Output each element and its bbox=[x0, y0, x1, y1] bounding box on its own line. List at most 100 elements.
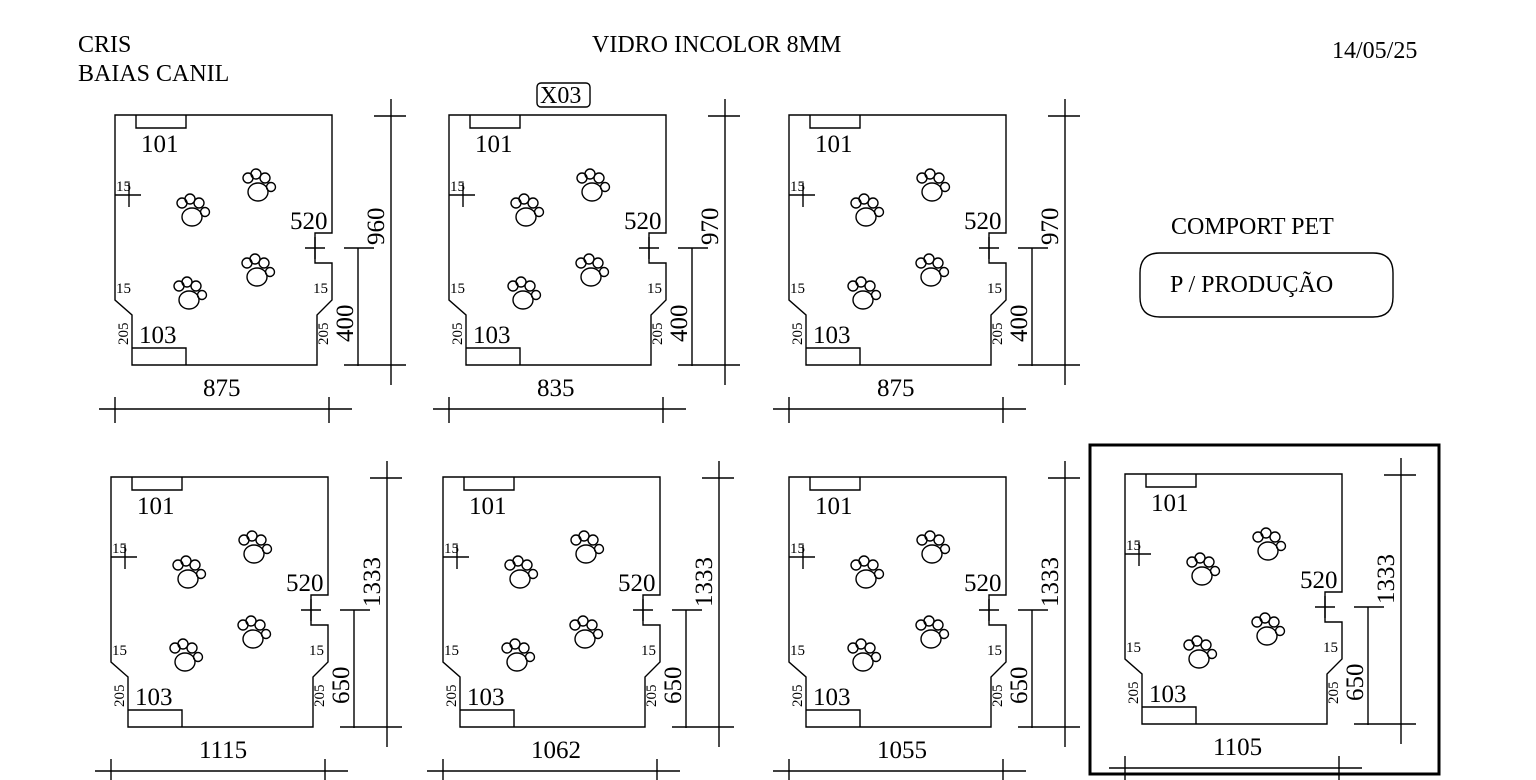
height-label: 1333 bbox=[1373, 554, 1400, 604]
edge-top-label: 15 bbox=[790, 541, 805, 557]
bottom-notch-label: 103 bbox=[139, 322, 177, 349]
height-label: 960 bbox=[363, 208, 390, 246]
paw-pad bbox=[178, 290, 200, 310]
paw-print-icon bbox=[242, 168, 277, 202]
paw-pad bbox=[920, 629, 942, 649]
edge-bottom-label: 205 bbox=[1126, 682, 1142, 705]
paw-toe bbox=[870, 289, 882, 301]
bottom-notch bbox=[128, 709, 183, 727]
side-height-label: 650 bbox=[1006, 667, 1033, 705]
paw-toe bbox=[255, 534, 267, 546]
top-notch bbox=[809, 115, 861, 129]
paw-toe bbox=[1275, 540, 1287, 552]
width-label: 1105 bbox=[1213, 734, 1262, 761]
comport-title: COMPORT PET bbox=[1171, 214, 1334, 240]
height-label: 1333 bbox=[359, 557, 386, 607]
edge-bottom-label: 205 bbox=[790, 685, 806, 708]
paw-toe bbox=[592, 257, 604, 269]
paw-toe bbox=[1269, 531, 1281, 543]
paw-toe bbox=[873, 568, 885, 580]
bottom-notch bbox=[466, 347, 521, 365]
status-box bbox=[1139, 252, 1394, 318]
paw-toe bbox=[592, 628, 604, 640]
bottom-notch bbox=[132, 347, 187, 365]
edge-right-label: 15 bbox=[641, 643, 656, 659]
panel-outline bbox=[114, 114, 333, 366]
panel-tag-label: X03 bbox=[540, 83, 581, 109]
side-cut-label: 520 bbox=[1300, 567, 1338, 594]
paw-toe bbox=[527, 568, 539, 580]
edge-top-label: 15 bbox=[1126, 538, 1141, 554]
paw-toe bbox=[189, 559, 201, 571]
bottom-notch-label: 103 bbox=[1149, 681, 1187, 708]
top-notch bbox=[463, 477, 515, 491]
edge-bottom-right-label: 205 bbox=[650, 323, 666, 346]
width-label: 835 bbox=[537, 375, 575, 402]
width-label: 875 bbox=[203, 375, 241, 402]
side-cut-label: 520 bbox=[618, 570, 656, 597]
bottom-notch-label: 103 bbox=[135, 684, 173, 711]
top-notch-label: 101 bbox=[475, 131, 513, 158]
side-cut-label: 520 bbox=[290, 208, 328, 235]
paw-pad bbox=[506, 652, 528, 672]
paw-pad bbox=[243, 544, 265, 564]
panel-outline bbox=[442, 476, 661, 728]
paw-print-icon bbox=[570, 530, 605, 564]
paw-toe bbox=[533, 206, 545, 218]
paw-toe bbox=[259, 172, 271, 184]
edge-bottom-right-label: 205 bbox=[316, 323, 332, 346]
paw-toe bbox=[1274, 625, 1286, 637]
height-label: 970 bbox=[697, 208, 724, 246]
paw-print-icon bbox=[850, 555, 885, 589]
paw-pad bbox=[1256, 626, 1278, 646]
paw-print-icon bbox=[575, 253, 610, 287]
paw-toe bbox=[1268, 616, 1280, 628]
paw-toe bbox=[867, 559, 879, 571]
paw-print-icon bbox=[850, 193, 885, 227]
paw-toe bbox=[933, 172, 945, 184]
paw-toe bbox=[867, 197, 879, 209]
paw-toe bbox=[1206, 648, 1218, 660]
side-height-label: 400 bbox=[666, 305, 693, 343]
paw-print-icon bbox=[576, 168, 611, 202]
side-height-label: 400 bbox=[1006, 305, 1033, 343]
edge-right-label: 15 bbox=[313, 281, 328, 297]
width-label: 1055 bbox=[877, 737, 927, 764]
paw-pad bbox=[181, 207, 203, 227]
paw-pad bbox=[921, 544, 943, 564]
edge-bottom-label: 205 bbox=[116, 323, 132, 346]
paw-toe bbox=[524, 651, 536, 663]
edge-mid-label: 15 bbox=[112, 643, 127, 659]
highlight-frame bbox=[1088, 443, 1441, 776]
edge-bottom-label: 205 bbox=[790, 323, 806, 346]
material-title: VIDRO INCOLOR 8MM bbox=[592, 32, 841, 58]
paw-toe bbox=[938, 266, 950, 278]
paw-toe bbox=[530, 289, 542, 301]
paw-print-icon bbox=[1251, 612, 1286, 646]
width-label: 875 bbox=[877, 375, 915, 402]
edge-top-label: 15 bbox=[790, 179, 805, 195]
paw-pad bbox=[581, 182, 603, 202]
paw-toe bbox=[192, 651, 204, 663]
paw-toe bbox=[933, 534, 945, 546]
paw-toe bbox=[261, 543, 273, 555]
paw-toe bbox=[864, 642, 876, 654]
paw-toe bbox=[939, 181, 951, 193]
paw-toe bbox=[932, 619, 944, 631]
edge-mid-label: 15 bbox=[444, 643, 459, 659]
paw-toe bbox=[190, 280, 202, 292]
paw-print-icon bbox=[241, 253, 276, 287]
edge-mid-label: 15 bbox=[1126, 640, 1141, 656]
edge-mid-label: 15 bbox=[116, 281, 131, 297]
paw-pad bbox=[247, 182, 269, 202]
paw-toe bbox=[521, 559, 533, 571]
panel-outline bbox=[1124, 473, 1343, 725]
paw-toe bbox=[527, 197, 539, 209]
panel-tag-box bbox=[536, 82, 591, 108]
comport-note: COMPORT PET P / PRODUÇÃO bbox=[1139, 214, 1394, 318]
panel-outline bbox=[788, 114, 1007, 366]
side-cut-label: 520 bbox=[964, 570, 1002, 597]
